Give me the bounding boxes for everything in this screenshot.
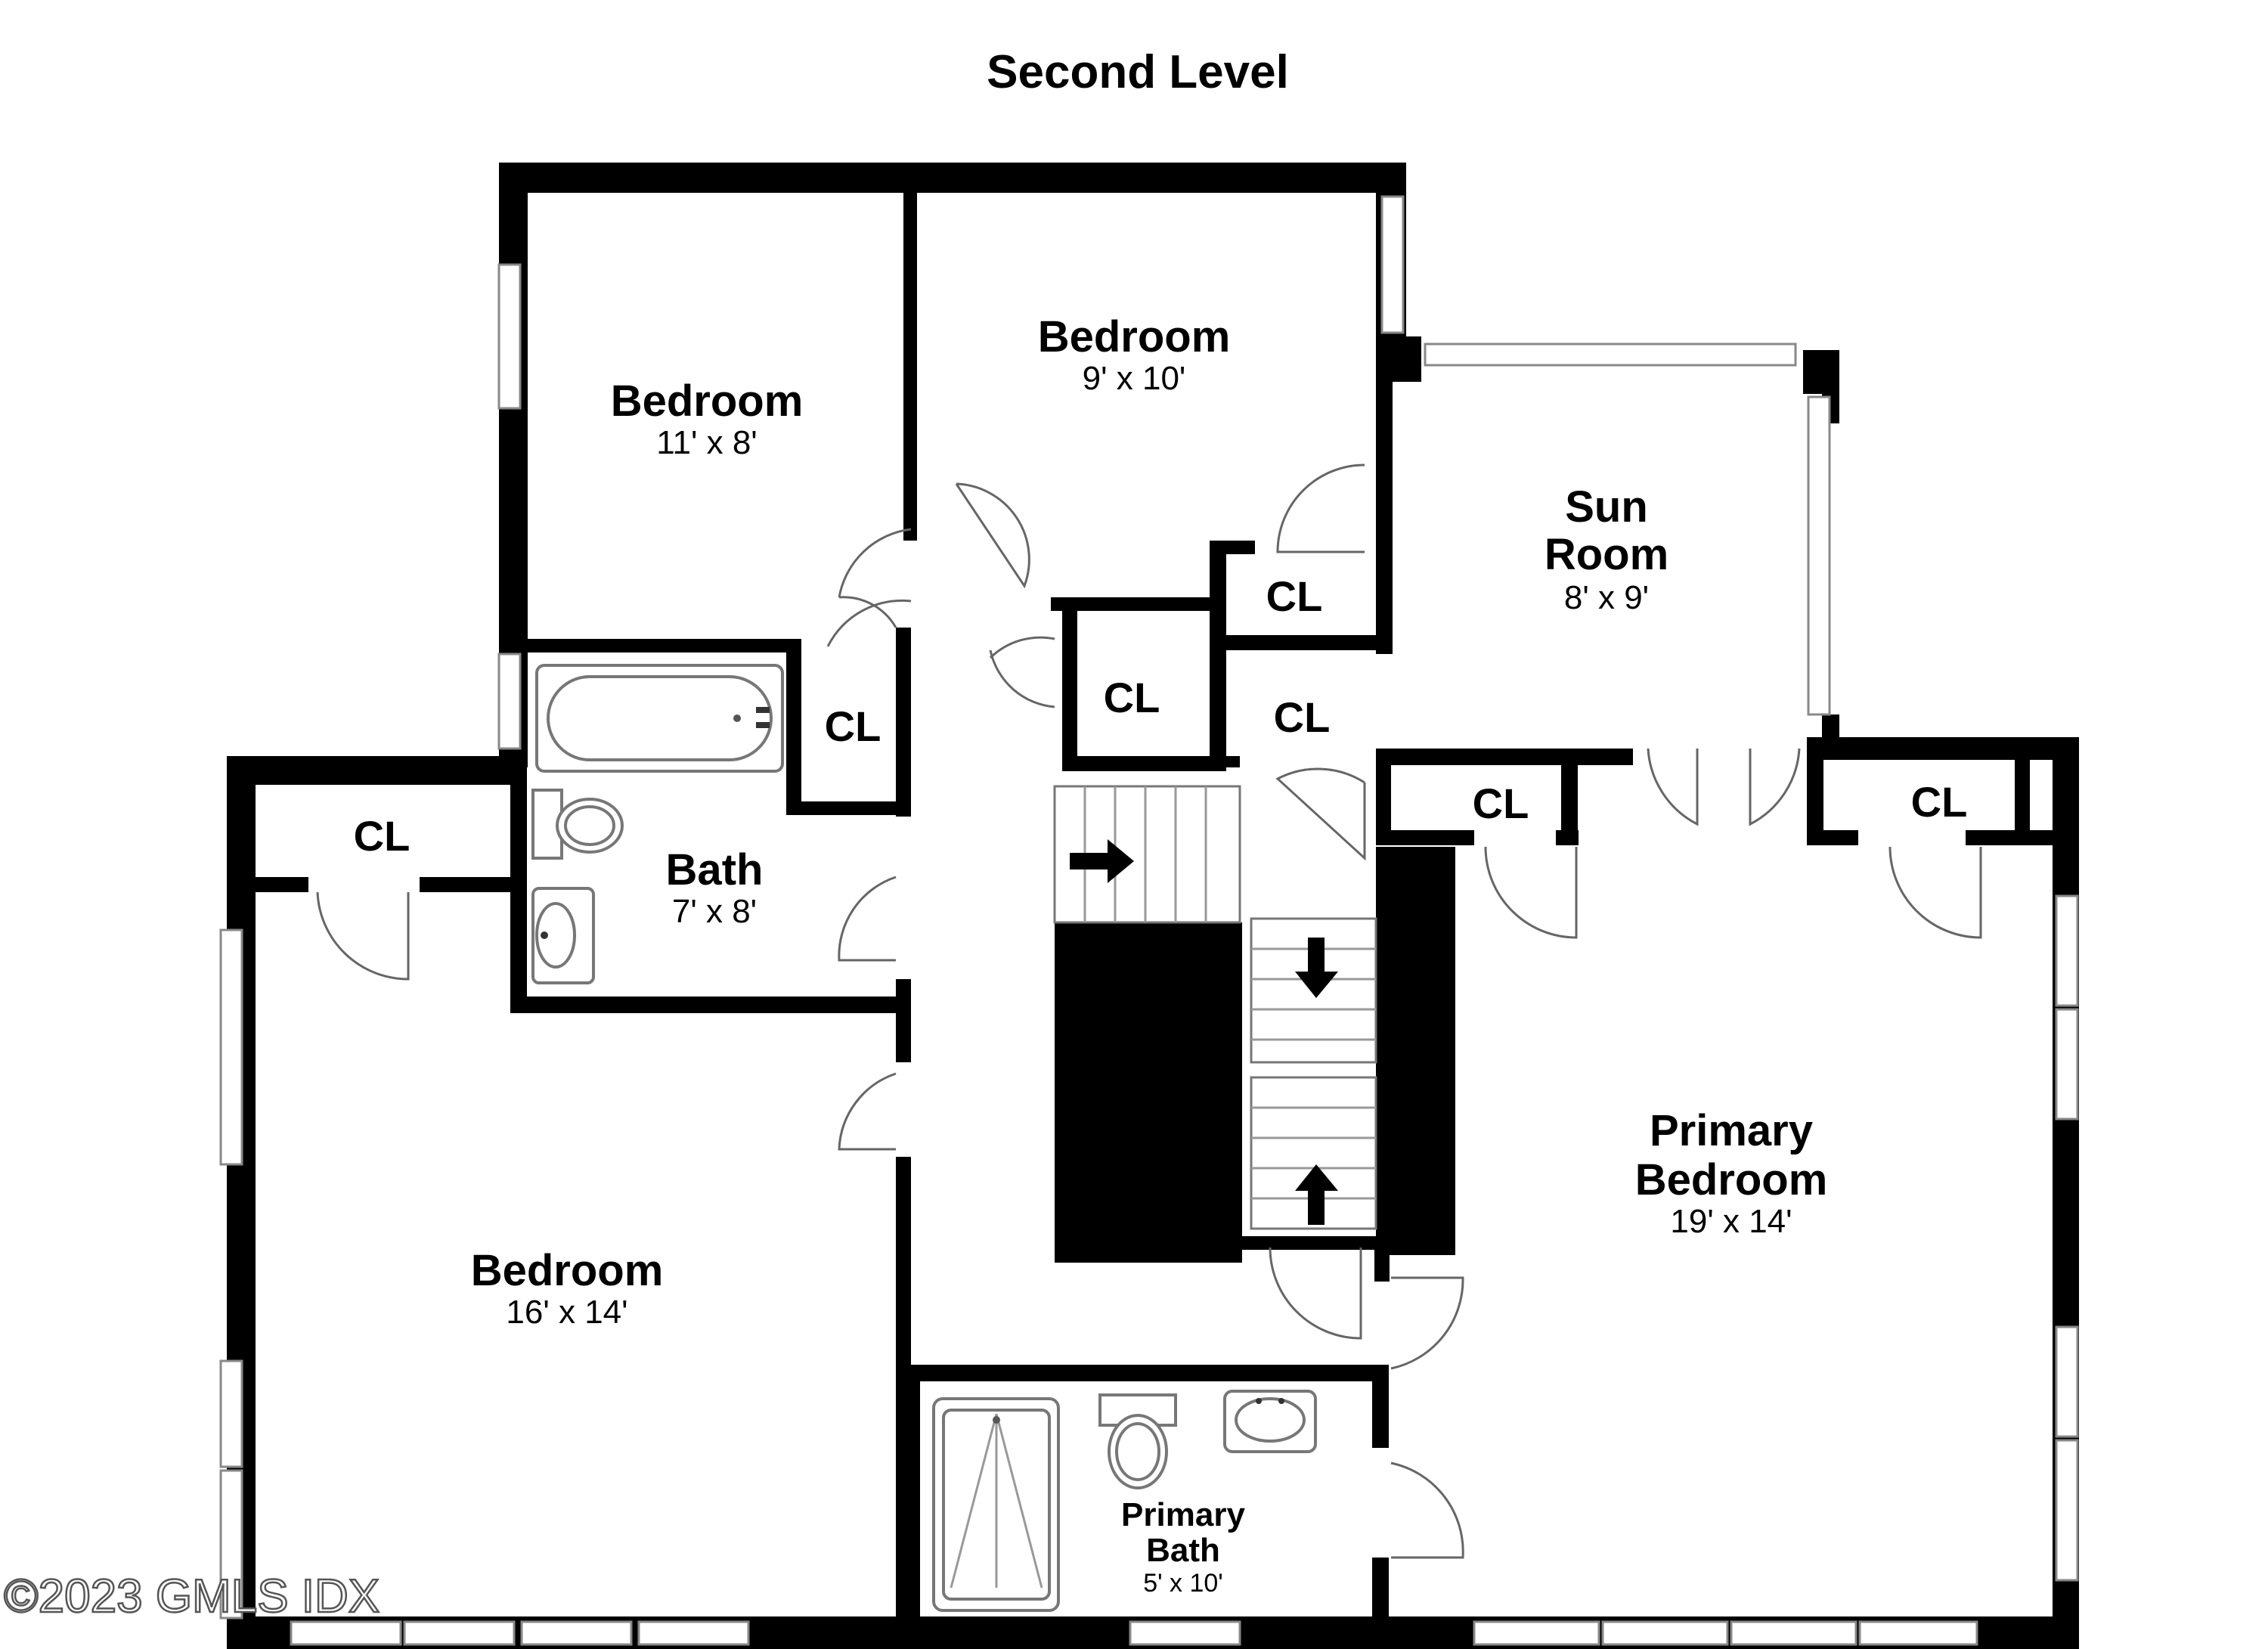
room-dims: 11' x 8' bbox=[656, 424, 757, 461]
closet-label: CL bbox=[1274, 693, 1331, 741]
room-name-line2: Bath bbox=[1146, 1532, 1220, 1569]
stair-arrows bbox=[1070, 839, 1338, 1225]
room-dims: 5' x 10' bbox=[1143, 1569, 1223, 1598]
room-name: Bedroom bbox=[471, 1246, 664, 1295]
open-line1: Open bbox=[1107, 1044, 1191, 1081]
room-name-line1: Sun bbox=[1565, 482, 1648, 532]
room-dims: 8' x 9' bbox=[1564, 579, 1649, 616]
closet-label: CL bbox=[1266, 572, 1323, 620]
doors bbox=[316, 463, 1982, 1559]
arrow-down-icon bbox=[1295, 938, 1338, 998]
sink-icon bbox=[531, 887, 595, 984]
closet-label: CL bbox=[1911, 778, 1968, 826]
shower-icon bbox=[932, 1397, 1060, 1612]
room-bedroom-sw: Bedroom 16' x 14' bbox=[471, 1246, 664, 1331]
room-dims: 19' x 14' bbox=[1670, 1203, 1792, 1240]
closet-label: CL bbox=[1104, 674, 1160, 721]
room-bedroom-nw: Bedroom 11' x 8' bbox=[611, 377, 804, 461]
toilet-icon bbox=[531, 789, 624, 860]
windows bbox=[219, 195, 2079, 1646]
room-sun-room: Sun Room 8' x 9' bbox=[1545, 482, 1668, 616]
room-bath: Bath 7' x 8' bbox=[666, 845, 764, 930]
primary-sink-icon bbox=[1223, 1390, 1317, 1453]
room-name: Bedroom bbox=[611, 377, 804, 426]
closet-labels: CL CL CL CL CL CL CL bbox=[354, 572, 1968, 860]
arrow-right-icon bbox=[1070, 839, 1134, 883]
room-open-to-below: Open To Below bbox=[1100, 1044, 1198, 1149]
fixtures bbox=[531, 664, 1317, 1612]
arrow-up-icon bbox=[1295, 1164, 1338, 1225]
watermark: ©2023 GMLS IDX bbox=[4, 1570, 380, 1623]
room-name-line1: Primary bbox=[1650, 1106, 1813, 1155]
room-name-line2: Bedroom bbox=[1635, 1155, 1828, 1204]
room-primary-bedroom: Primary Bedroom 19' x 14' bbox=[1635, 1106, 1828, 1240]
room-name-line1: Primary bbox=[1121, 1496, 1245, 1533]
open-line2: To bbox=[1130, 1078, 1169, 1115]
closet-label: CL bbox=[1473, 780, 1529, 827]
room-dims: 9' x 10' bbox=[1083, 360, 1186, 397]
closet-label: CL bbox=[825, 702, 881, 750]
bathtub-icon bbox=[535, 664, 784, 773]
room-primary-bath: Primary Bath 5' x 10' bbox=[1121, 1496, 1245, 1598]
open-line3: Below bbox=[1100, 1112, 1198, 1149]
room-bedroom-n: Bedroom 9' x 10' bbox=[1038, 312, 1231, 397]
room-dims: 16' x 14' bbox=[506, 1294, 627, 1331]
room-name: Bedroom bbox=[1038, 312, 1231, 361]
primary-toilet-icon bbox=[1098, 1393, 1177, 1489]
room-name-line2: Room bbox=[1545, 530, 1668, 579]
closet-label: CL bbox=[354, 812, 411, 860]
plan-title: Second Level bbox=[987, 46, 1289, 98]
room-name: Bath bbox=[666, 845, 764, 894]
room-dims: 7' x 8' bbox=[672, 893, 757, 930]
